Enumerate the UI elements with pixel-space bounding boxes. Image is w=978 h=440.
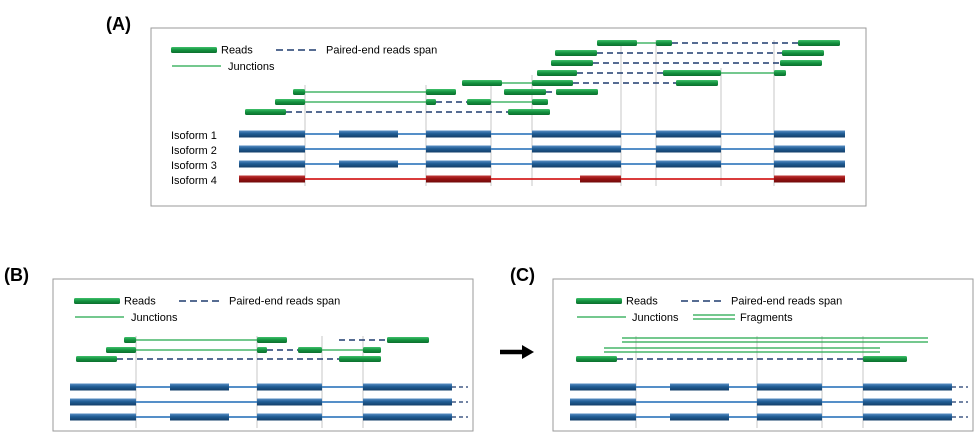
read <box>556 89 598 95</box>
panel-c-track-1 <box>570 383 968 391</box>
legend-reads-swatch <box>576 298 622 304</box>
panel-b-track-2 <box>70 398 468 406</box>
read <box>257 347 267 353</box>
read <box>363 347 381 353</box>
legend-reads-label: Reads <box>221 45 253 57</box>
isoform-4-track <box>239 175 845 183</box>
right-arrow-icon <box>500 345 534 359</box>
read <box>124 337 136 343</box>
panel-b-reads <box>76 337 429 362</box>
legend-paired-label: Paired-end reads span <box>731 296 842 308</box>
panel-c-legend: Reads Paired-end reads span Junctions Fr… <box>576 296 842 324</box>
legend-fragments-label: Fragments <box>740 312 793 324</box>
read <box>676 80 718 86</box>
read <box>798 40 840 46</box>
panel-c-fragments <box>604 337 928 353</box>
legend-reads-swatch <box>171 47 217 53</box>
panel-b-legend: Reads Paired-end reads span Junctions <box>74 296 340 324</box>
read <box>774 70 786 76</box>
read <box>551 60 593 66</box>
isoform-4-label: Isoform 4 <box>171 175 217 187</box>
read <box>663 70 721 76</box>
panel-c-track-3 <box>570 413 968 421</box>
isoform-3-track <box>239 160 845 168</box>
panel-c-track-2 <box>570 398 968 406</box>
panel-a-frame <box>150 27 867 207</box>
read <box>387 337 429 343</box>
legend-reads-label: Reads <box>626 296 658 308</box>
read <box>508 109 550 115</box>
panel-b-track-1 <box>70 383 468 391</box>
legend-junctions-label: Junctions <box>228 61 275 73</box>
read <box>504 89 546 95</box>
panel-a-legend: Reads Paired-end reads span Junctions <box>171 45 437 73</box>
read <box>293 89 305 95</box>
read <box>537 70 577 76</box>
read <box>275 99 305 105</box>
read <box>467 99 491 105</box>
read <box>782 50 824 56</box>
panel-a-paired-spans <box>286 42 798 113</box>
panel-c-label: (C) <box>510 265 535 285</box>
read <box>339 356 381 362</box>
isoform-1-label: Isoform 1 <box>171 130 217 142</box>
legend-junctions-label: Junctions <box>632 312 679 324</box>
read <box>76 356 117 362</box>
legend-paired-label: Paired-end reads span <box>326 45 437 57</box>
panel-a-junctions <box>305 42 774 103</box>
read <box>555 50 597 56</box>
isoform-2-label: Isoform 2 <box>171 145 217 157</box>
panel-a-reads <box>245 40 840 115</box>
legend-paired-label: Paired-end reads span <box>229 296 340 308</box>
read <box>426 89 456 95</box>
read <box>863 356 907 362</box>
panel-b-frame <box>52 278 474 432</box>
read <box>257 337 287 343</box>
read <box>426 99 436 105</box>
read <box>532 99 548 105</box>
panel-a-isoform-labels: Isoform 1 Isoform 2 Isoform 3 Isoform 4 <box>171 130 217 187</box>
isoform-2-track <box>239 145 845 153</box>
read <box>298 347 322 353</box>
read <box>106 347 136 353</box>
read <box>532 80 573 86</box>
read <box>597 40 637 46</box>
panel-b-paired-spans <box>117 339 387 360</box>
panel-b-label: (B) <box>4 265 29 285</box>
read <box>462 80 502 86</box>
panel-a-label: (A) <box>106 14 131 34</box>
isoform-3-label: Isoform 3 <box>171 160 217 172</box>
legend-reads-swatch <box>74 298 120 304</box>
read <box>780 60 822 66</box>
legend-junctions-label: Junctions <box>131 312 178 324</box>
legend-reads-label: Reads <box>124 296 156 308</box>
panel-c-reads <box>576 356 907 362</box>
panel-c-frame <box>552 278 974 432</box>
read <box>656 40 672 46</box>
isoform-1-track <box>239 130 845 138</box>
panel-c-guides <box>635 336 864 428</box>
read <box>576 356 617 362</box>
read <box>245 109 286 115</box>
panel-b-track-3 <box>70 413 468 421</box>
panel-b-junctions <box>136 339 363 351</box>
